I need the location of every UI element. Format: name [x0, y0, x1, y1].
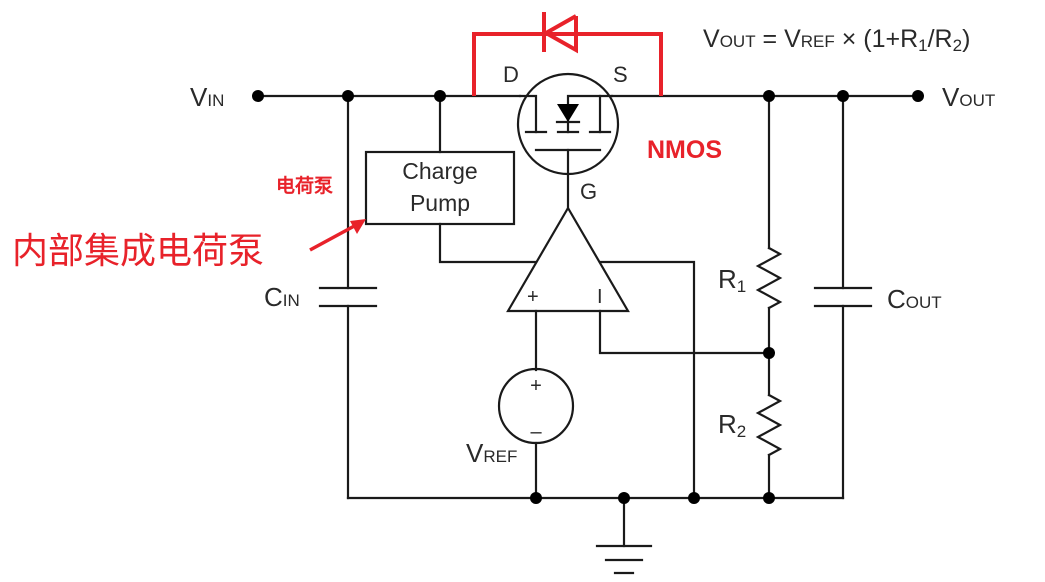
- vref-label: VREF: [466, 438, 517, 468]
- vin-label: VIN: [190, 82, 224, 112]
- junction-dot: [763, 90, 775, 102]
- cout-label: COUT: [887, 284, 942, 314]
- feedback-junction-dot: [763, 347, 775, 359]
- body-diode-icon: [557, 104, 579, 122]
- vout-label: VOUT: [942, 82, 995, 112]
- junction-dot: [763, 492, 775, 504]
- junction-dot: [688, 492, 700, 504]
- junction-dot: [837, 90, 849, 102]
- r2-resistor: [755, 393, 783, 457]
- vin-terminal: [252, 90, 264, 102]
- charge-pump-line2: Pump: [410, 190, 470, 216]
- diode-anode-triangle: [541, 14, 578, 54]
- nmos-label: NMOS: [647, 136, 722, 164]
- amp-supply-wire: [598, 260, 696, 500]
- feedback-wire: [598, 309, 771, 355]
- drain-label: D: [503, 62, 519, 87]
- cin-label: CIN: [264, 282, 300, 312]
- error-amplifier: [506, 205, 630, 313]
- cp-to-amp-wire: [438, 222, 538, 264]
- junction-dot: [434, 90, 446, 102]
- junction-dot: [618, 492, 630, 504]
- r1-resistor: [755, 246, 783, 310]
- junction-dot: [530, 492, 542, 504]
- amp-minus-label: I: [597, 286, 603, 308]
- charge-pump-cn-label: 电荷泵: [276, 174, 333, 197]
- junction-dot: [342, 90, 354, 102]
- amp-plus-label: +: [527, 286, 539, 308]
- source-label: S: [613, 62, 628, 87]
- charge-pump-line1: Charge: [402, 158, 477, 184]
- r2-label: R2: [718, 409, 746, 441]
- vout-formula: VOUT = VREF × (1+R1/R2): [703, 25, 970, 55]
- gate-label: G: [580, 179, 597, 204]
- nmos-transistor: [516, 72, 620, 210]
- diode-bypass-wire: [472, 32, 663, 96]
- r1-label: R1: [718, 264, 746, 296]
- ground-icon: [595, 496, 653, 575]
- vref-plus-sign: +: [530, 375, 542, 397]
- vout-terminal: [912, 90, 924, 102]
- vref-minus-sign: –: [530, 421, 542, 443]
- integrated-charge-pump-cn-label: 内部集成电荷泵: [12, 231, 264, 272]
- external-diode: [472, 12, 663, 96]
- annotation-arrow: [309, 219, 366, 252]
